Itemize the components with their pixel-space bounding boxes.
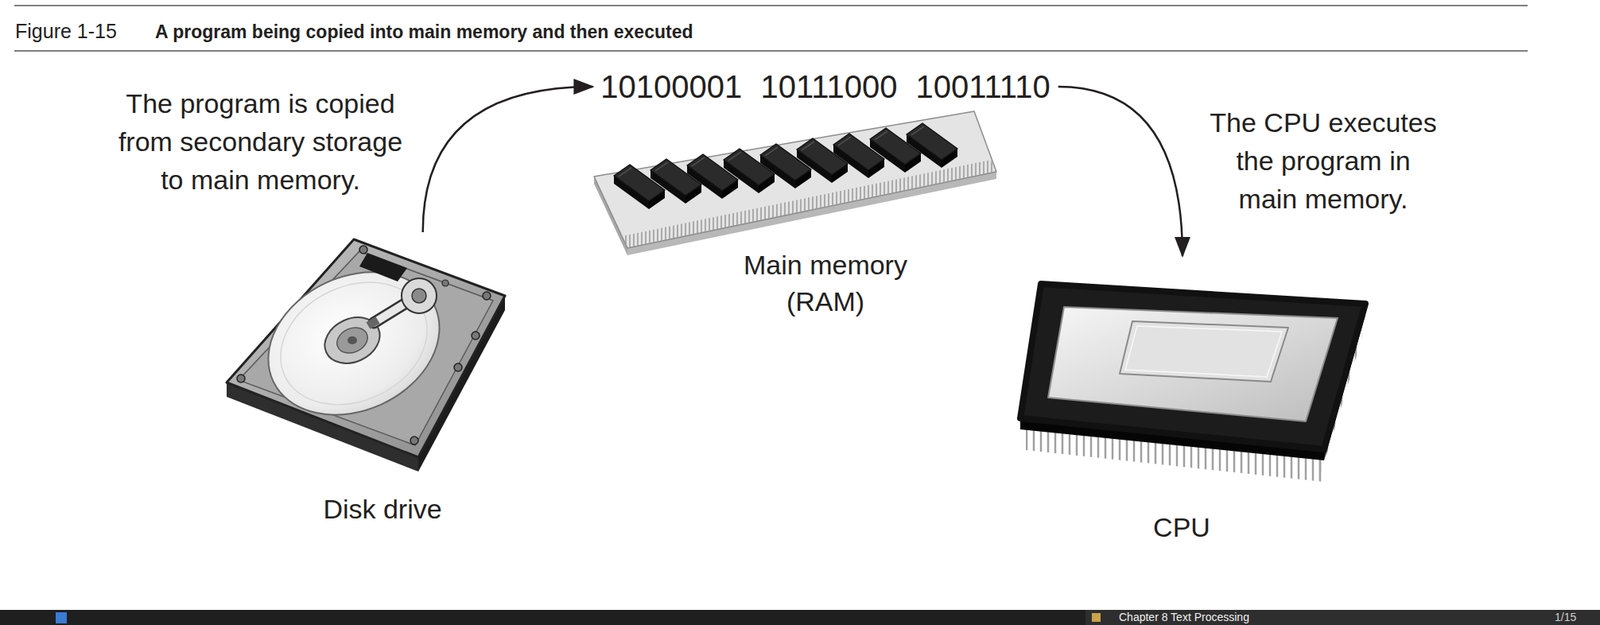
ram-module-illustration <box>613 164 665 210</box>
cpu-illustration <box>1020 283 1366 450</box>
disk-drive-label: Disk drive <box>322 492 442 526</box>
taskbar <box>55 612 67 624</box>
ram-module-illustration <box>594 111 997 256</box>
disk-drive-node: Disk drive <box>238 232 527 531</box>
curved-arrow <box>1058 86 1183 257</box>
disk-drive-illustration <box>236 374 245 383</box>
cpu-illustration <box>1048 306 1338 422</box>
cpu-node: CPU <box>1020 256 1366 551</box>
cpu-label: CPU <box>1020 510 1344 544</box>
disk-drive-illustration <box>365 316 380 330</box>
disk-drive-illustration <box>244 245 463 443</box>
disk-drive-illustration <box>333 322 373 358</box>
cpu-illustration <box>1125 326 1282 377</box>
title-rules <box>14 50 1528 52</box>
cpu-illustration <box>1119 321 1289 382</box>
disk-drive-illustration <box>260 259 448 428</box>
taskbar <box>0 609 1600 625</box>
disk-drive-illustration <box>401 278 437 314</box>
cpu-illustration <box>1020 283 1366 482</box>
ram-module-illustration <box>594 111 997 249</box>
main-memory-node: 10100001 10111000 10011110Main memory (R… <box>592 68 1058 323</box>
disk-drive-illustration <box>482 291 491 300</box>
main-memory-label: Main memory (RAM) <box>730 246 921 320</box>
disk-drive-illustration <box>411 288 427 303</box>
disk-drive-illustration <box>226 239 505 458</box>
disk-drive-illustration <box>454 363 463 372</box>
figure-title: A program being copied into main memory … <box>155 20 693 43</box>
disk-drive-illustration <box>347 336 358 345</box>
figure-number: Figure 1-15 <box>15 19 117 43</box>
taskbar <box>1091 613 1101 622</box>
disk-drive-illustration <box>359 245 368 254</box>
binary-code: 10100001 10111000 10011110 <box>600 68 1050 105</box>
taskbar-document-title: Chapter 8 Text Processing <box>1118 609 1250 625</box>
callout-text: The program is copied from secondary sto… <box>107 84 414 199</box>
disk-drive-illustration <box>471 331 480 340</box>
disk-drive-illustration <box>359 252 408 282</box>
disk-drive-illustration <box>226 239 505 472</box>
disk-drive-illustration <box>442 279 449 287</box>
title-rules <box>14 5 1528 51</box>
curved-arrow <box>423 86 594 233</box>
title-rules <box>14 4 1528 7</box>
disk-drive-illustration <box>410 436 419 445</box>
taskbar <box>0 609 1600 625</box>
page-counter: 1/15 <box>1554 609 1577 625</box>
callout-text: The CPU executes the program in main mem… <box>1206 103 1441 218</box>
taskbar <box>1085 609 1600 625</box>
